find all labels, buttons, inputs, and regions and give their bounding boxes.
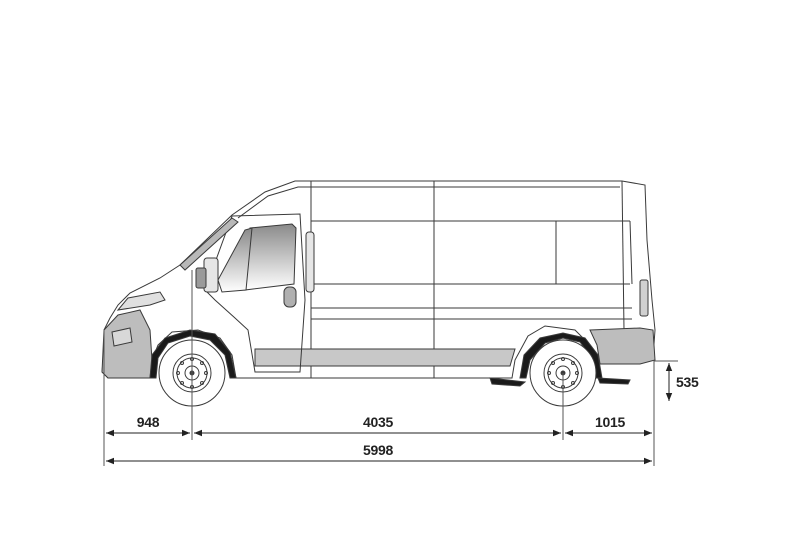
dimension-labels: 948 4035 1015 5998 535 xyxy=(137,374,700,458)
overall-length-label: 5998 xyxy=(363,442,393,458)
side-window xyxy=(244,223,297,291)
side-molding xyxy=(254,348,516,367)
wheelbase-label: 4035 xyxy=(363,414,393,430)
rear-bumper xyxy=(589,327,656,365)
headlamp xyxy=(116,291,166,311)
quarter-window xyxy=(217,227,253,293)
door-handle xyxy=(283,286,297,308)
rear-overhang-label: 1015 xyxy=(595,414,625,430)
front-overhang-label: 948 xyxy=(137,414,160,430)
front-wheel-arch xyxy=(149,329,237,379)
van-body xyxy=(101,180,656,387)
dimension-lines xyxy=(103,270,678,466)
sill-height-label: 535 xyxy=(676,374,699,390)
